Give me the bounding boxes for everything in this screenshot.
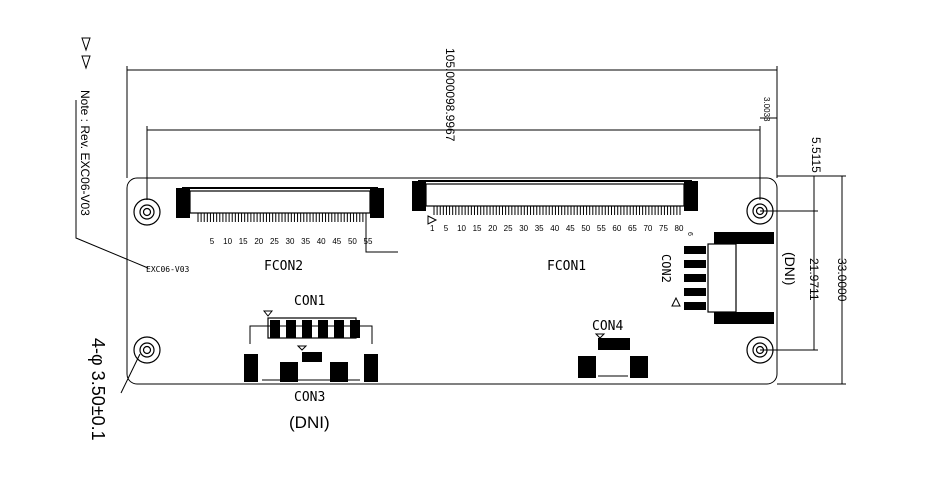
con1-label: CON1 xyxy=(294,294,325,309)
note-leader-line xyxy=(75,100,149,269)
pin-number-label: 50 xyxy=(581,224,590,233)
con2-first-pin: 6 xyxy=(686,232,693,236)
pin-number-label: 40 xyxy=(317,237,326,246)
pin-number-label: 55 xyxy=(597,224,606,233)
dimension-lines xyxy=(126,66,846,385)
con4-connector xyxy=(578,333,648,378)
dim-hole-pitch-vertical: 21.9711 xyxy=(807,258,821,301)
fcon1-label: FCON1 xyxy=(547,259,586,274)
pin-number-label: 30 xyxy=(286,237,295,246)
pin-number-label: 80 xyxy=(675,224,684,233)
con4-label: CON4 xyxy=(592,319,623,334)
mounting-hole-bottom-left xyxy=(133,336,161,364)
pin-number-label: 60 xyxy=(612,224,621,233)
fcon2-pin-labels: 5 10 15 20 25 30 35 40 45 50 55 xyxy=(210,237,373,246)
pin-number-label: 25 xyxy=(504,224,513,233)
revision-note: Note : Rev. EXC06-V03 xyxy=(78,90,92,216)
fcon1-connector xyxy=(412,180,698,225)
pin-number-label: 35 xyxy=(301,237,310,246)
hole-callout: 4-φ 3.50±0.1 xyxy=(88,338,108,441)
pin-number-label: 10 xyxy=(223,237,232,246)
con3-label: CON3 xyxy=(294,390,325,405)
pin-number-label: 10 xyxy=(457,224,466,233)
pin-number-label: 5 xyxy=(444,224,449,233)
mounting-hole-bottom-right xyxy=(746,336,774,364)
pin-number-label: 15 xyxy=(239,237,248,246)
dim-overall-height: 33.0000 xyxy=(835,258,849,302)
pin-number-label: 20 xyxy=(254,237,263,246)
pin-number-label: 15 xyxy=(473,224,482,233)
con3-dni-label: (DNI) xyxy=(289,413,330,432)
pin-number-label: 75 xyxy=(659,224,668,233)
dim-overall-width: 105.0000 xyxy=(443,48,457,98)
pin-number-label: 45 xyxy=(332,237,341,246)
con1-connector xyxy=(262,310,360,339)
dim-edge-offset: 5.5115 xyxy=(809,137,823,173)
pin-number-label: 55 xyxy=(364,237,373,246)
pin-number-label: 30 xyxy=(519,224,528,233)
pin-number-label: 65 xyxy=(628,224,637,233)
pin-number-label: 70 xyxy=(643,224,652,233)
revision-label: EXC06-V03 xyxy=(146,265,190,274)
pin-number-label: 20 xyxy=(488,224,497,233)
con2-label: CON2 xyxy=(659,254,673,283)
fcon1-first-pin: 1 xyxy=(430,224,435,233)
pin-number-label: 45 xyxy=(566,224,575,233)
pin-number-label: 25 xyxy=(270,237,279,246)
mounting-hole-top-left xyxy=(133,198,161,226)
pin-number-label: 40 xyxy=(550,224,559,233)
dim-hole-span: 98.9967 xyxy=(443,98,457,142)
board-outline xyxy=(126,177,778,385)
pin-number-label: 5 xyxy=(210,237,215,246)
fcon1-pin-labels: 5 10 15 20 25 30 35 40 45 50 55 60 65 70 75 80 xyxy=(444,224,684,233)
fcon2-connector xyxy=(176,187,398,253)
pin-number-label: 35 xyxy=(535,224,544,233)
revision-triangle-icons xyxy=(81,37,91,70)
con2-connector xyxy=(671,232,774,324)
pin-number-label: 50 xyxy=(348,237,357,246)
con2-dni-label: (DNI) xyxy=(782,252,798,285)
mounting-holes xyxy=(133,197,774,364)
con3-connector xyxy=(244,325,378,382)
fcon2-label: FCON2 xyxy=(264,259,303,274)
mounting-hole-top-right xyxy=(746,197,774,225)
dim-hole-offset: 3.0033 xyxy=(762,97,771,122)
hole-callout-leader xyxy=(120,353,141,394)
